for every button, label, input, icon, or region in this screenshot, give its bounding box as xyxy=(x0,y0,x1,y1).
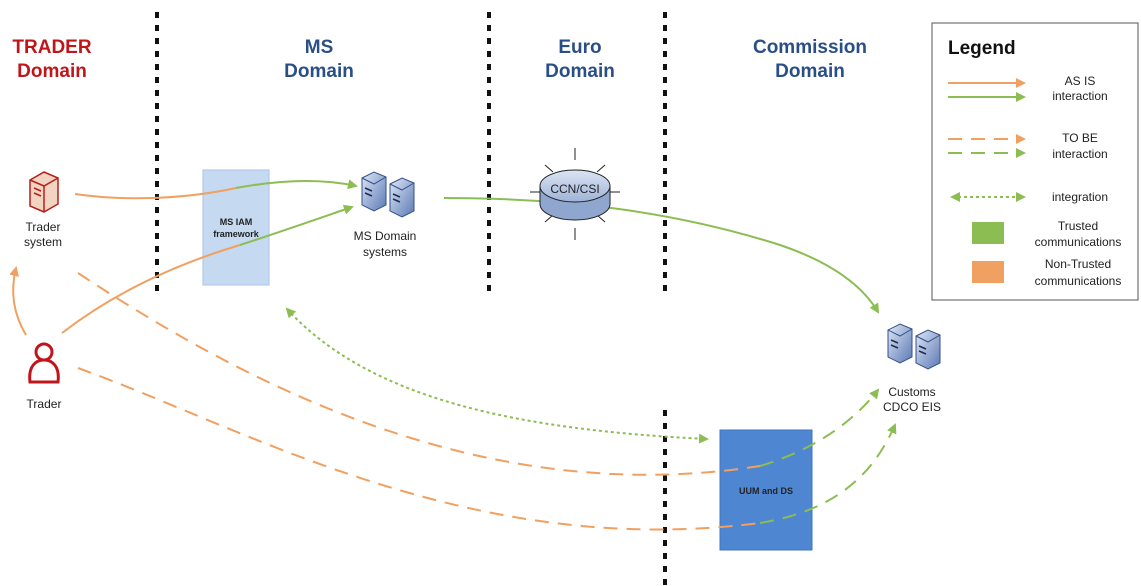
trader-node: Trader xyxy=(27,342,62,411)
legend-as-is-label: AS IS xyxy=(1065,74,1096,88)
domain-title-line: Domain xyxy=(284,61,354,82)
ms-systems-label: systems xyxy=(363,245,407,259)
domain-title-line: TRADER xyxy=(12,37,91,58)
domain-title-line: Euro xyxy=(558,37,601,58)
legend-trusted-swatch xyxy=(972,222,1004,244)
trader-system-node: Trader system xyxy=(24,171,62,249)
domain-title-line: Domain xyxy=(775,61,845,82)
ms-iam-label: MS IAM xyxy=(220,217,253,227)
trader-system-label: system xyxy=(24,235,62,249)
legend-trusted-label: communications xyxy=(1035,235,1122,249)
customs-label: Customs xyxy=(888,385,935,399)
network-hub-icon xyxy=(530,148,620,240)
connector-uum-to-customs-tobe-2 xyxy=(759,423,897,524)
servers-icon xyxy=(887,323,941,370)
ms-iam-framework-box: MS IAM framework xyxy=(202,169,270,286)
connector-trader-system-to-iam xyxy=(74,187,237,200)
server-icon xyxy=(29,171,59,213)
customs-node: Customs CDCO EIS xyxy=(883,323,941,414)
ccn-csi-label: CCN/CSI xyxy=(550,182,599,196)
legend-non-trusted-label: communications xyxy=(1035,274,1122,288)
connector-uum-to-customs-tobe xyxy=(759,388,880,467)
connector-ms-systems-to-customs xyxy=(443,197,880,314)
ms-iam-label: framework xyxy=(213,229,260,239)
domain-title-line: Domain xyxy=(17,61,87,82)
connector-iam-uum-integration xyxy=(285,307,709,444)
legend: Legend AS IS interaction TO BE interacti… xyxy=(931,22,1139,301)
legend-as-is-label: interaction xyxy=(1052,89,1107,103)
legend-non-trusted-swatch xyxy=(972,261,1004,283)
person-icon xyxy=(28,342,60,384)
legend-non-trusted-label: Non-Trusted xyxy=(1045,257,1111,271)
domain-title-line: Domain xyxy=(545,61,615,82)
domain-title-ms: MS Domain xyxy=(284,37,354,82)
trader-system-label: Trader xyxy=(26,220,61,234)
connector-iam-to-ms-systems-2 xyxy=(239,204,354,246)
servers-icon xyxy=(361,171,415,218)
legend-title: Legend xyxy=(948,38,1016,59)
domain-title-euro: Euro Domain xyxy=(545,37,615,82)
connector-trader-system-to-uum-tobe xyxy=(77,272,761,476)
connector-trader-to-trader-system xyxy=(9,266,27,336)
ms-systems-node: MS Domain systems xyxy=(354,171,417,259)
legend-to-be-label: TO BE xyxy=(1062,131,1098,145)
ccn-csi-hub: CCN/CSI xyxy=(530,148,620,240)
legend-integration-label: integration xyxy=(1052,190,1108,204)
domain-title-trader: TRADER Domain xyxy=(12,37,91,82)
legend-to-be-label: interaction xyxy=(1052,147,1107,161)
legend-trusted-label: Trusted xyxy=(1058,219,1098,233)
uum-ds-label: UUM and DS xyxy=(739,486,793,496)
trader-label: Trader xyxy=(27,397,62,411)
connector-trader-to-uum-tobe xyxy=(77,367,761,531)
uum-ds-box: UUM and DS xyxy=(719,429,813,551)
connector-trader-to-iam xyxy=(61,244,241,334)
domain-title-line: MS xyxy=(305,37,334,58)
domain-title-line: Commission xyxy=(753,37,867,58)
connector-iam-to-ms-systems xyxy=(235,179,358,190)
customs-label: CDCO EIS xyxy=(883,400,941,414)
domain-title-commission: Commission Domain xyxy=(753,37,867,82)
ms-systems-label: MS Domain xyxy=(354,229,417,243)
